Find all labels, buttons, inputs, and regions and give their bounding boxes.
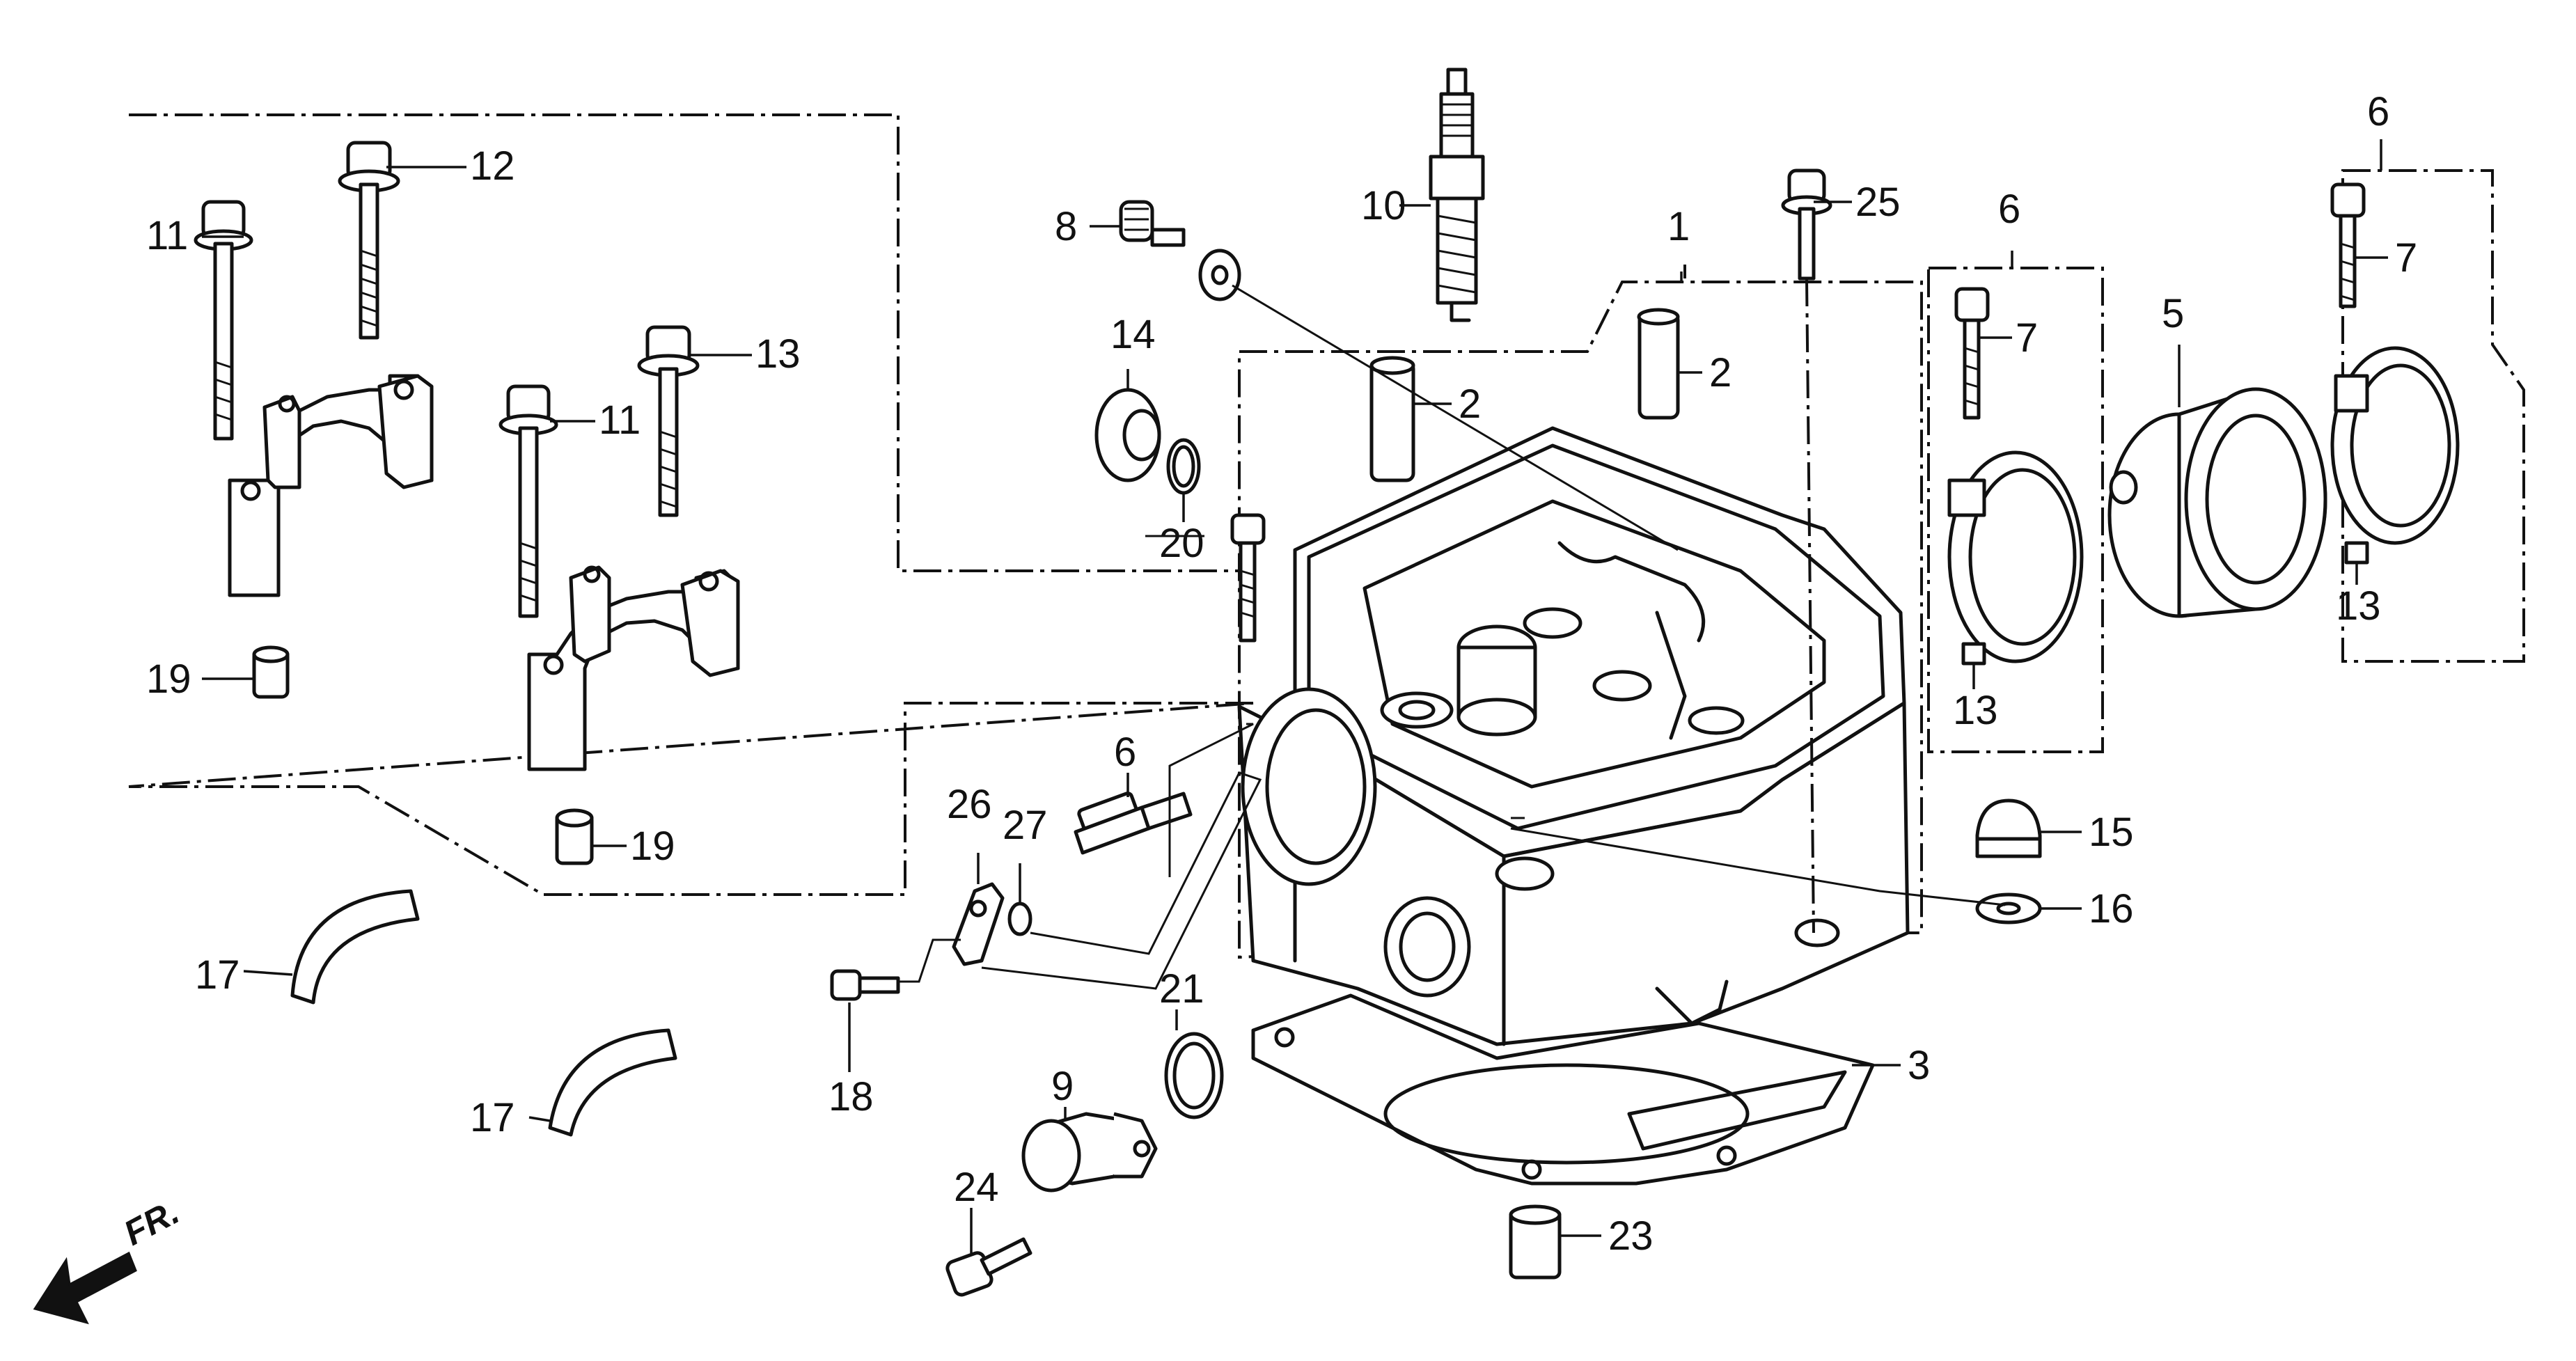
insulator-band-left — [1947, 450, 2084, 663]
carburetor-insulator-5 — [2107, 387, 2327, 618]
head-bolt-left — [1230, 513, 1266, 643]
callout-18: 18 — [828, 1074, 874, 1119]
callout-25: 25 — [1855, 180, 1901, 225]
o-ring-20 — [1166, 438, 1201, 495]
callout-7-left: 7 — [2016, 315, 2038, 361]
semi-circular-plug-17-upper — [290, 889, 420, 1005]
callout-16: 16 — [2089, 886, 2134, 931]
semi-circular-plug-17-lower — [548, 1028, 677, 1137]
cap-nut-15 — [1975, 798, 2042, 858]
camshaft-holder-lower — [527, 565, 740, 771]
callout-8: 8 — [1055, 204, 1077, 249]
callout-9: 9 — [1051, 1064, 1074, 1109]
bolt-25-center-line — [1805, 278, 1815, 934]
bolt-25 — [1781, 168, 1832, 281]
bolt-24 — [945, 1237, 1032, 1297]
front-direction-indicator: FR. — [33, 1192, 185, 1325]
o-ring-27 — [1007, 902, 1032, 936]
callout-17-lower: 17 — [470, 1095, 515, 1140]
insulator-clamp-group-outline-left — [1927, 267, 2104, 753]
insulator-clamp-group-outline-right — [2341, 169, 2525, 663]
washer-16 — [1975, 892, 2042, 925]
callout-14: 14 — [1110, 312, 1156, 357]
callout-12-upper: 12 — [470, 143, 515, 189]
leader-lines — [202, 139, 2388, 1253]
clamp-bolt-7-right — [2330, 182, 2366, 308]
stud-bolt-6 — [1074, 792, 1193, 855]
cylinder-head — [1237, 426, 1910, 1046]
callout-26: 26 — [947, 782, 992, 827]
valve-guide-2 — [1637, 308, 1680, 420]
camshaft-holder-upper — [228, 374, 434, 597]
callout-15: 15 — [2089, 810, 2134, 855]
dowel-pin-23 — [1509, 1204, 1562, 1280]
callout-6-stud: 6 — [1114, 730, 1136, 775]
callout-6-right: 6 — [2367, 89, 2389, 134]
callout-2: 2 — [1709, 350, 1731, 395]
callout-24: 24 — [954, 1165, 999, 1210]
front-label: FR. — [118, 1192, 185, 1252]
water-joint-9 — [1021, 1112, 1158, 1193]
sealing-washer-8 — [1198, 249, 1241, 301]
routing-lines — [898, 284, 2006, 990]
callout-6-left: 6 — [1998, 187, 2020, 232]
callout-3: 2 — [1459, 381, 1481, 427]
callout-5: 5 — [2162, 291, 2184, 336]
o-ring-21 — [1164, 1032, 1224, 1119]
callout-13-left: 13 — [1953, 688, 1998, 733]
joint-26 — [952, 882, 1005, 966]
callout-27: 27 — [1003, 803, 1048, 848]
clamp-nut-13-left — [1961, 642, 1986, 666]
camshaft-holder-group-outline — [128, 113, 1254, 896]
callout-11-upper: 11 — [146, 213, 188, 258]
clamp-nut-13-right — [2344, 541, 2369, 565]
cylinder-head-gasket — [1251, 993, 1875, 1186]
flange-bolt-12-upper — [338, 141, 400, 340]
plug-cap-14 — [1094, 388, 1161, 482]
callout-4: 3 — [1908, 1043, 1930, 1088]
sealing-bolt-8 — [1119, 200, 1186, 247]
flange-bolt-12-lower — [637, 325, 700, 517]
callout-20: 20 — [1159, 521, 1204, 566]
callout-11-lower: 11 — [599, 398, 641, 443]
bolt-18 — [830, 969, 900, 1001]
insulator-band-right — [2330, 346, 2460, 545]
left-down-arrow-icon — [33, 1251, 137, 1325]
callout-19-upper: 19 — [146, 656, 191, 702]
spark-plug — [1429, 68, 1485, 322]
callout-19-lower: 19 — [630, 824, 675, 869]
callout-10: 10 — [1361, 183, 1406, 228]
dowel-pin-19-upper — [252, 645, 290, 699]
callout-17-upper: 17 — [195, 952, 240, 998]
clamp-bolt-7-left — [1954, 287, 1990, 420]
dowel-pin-19-lower — [555, 808, 594, 865]
flange-bolt-11-lower — [498, 384, 558, 618]
callout-13-right: 13 — [2336, 583, 2381, 629]
callout-21: 21 — [1159, 966, 1204, 1012]
valve-guide-3 — [1369, 356, 1415, 482]
callout-23: 23 — [1608, 1213, 1654, 1259]
callout-12-lower: 13 — [755, 331, 801, 377]
callout-1: 1 — [1667, 204, 1690, 249]
callout-7-right: 7 — [2395, 235, 2417, 281]
